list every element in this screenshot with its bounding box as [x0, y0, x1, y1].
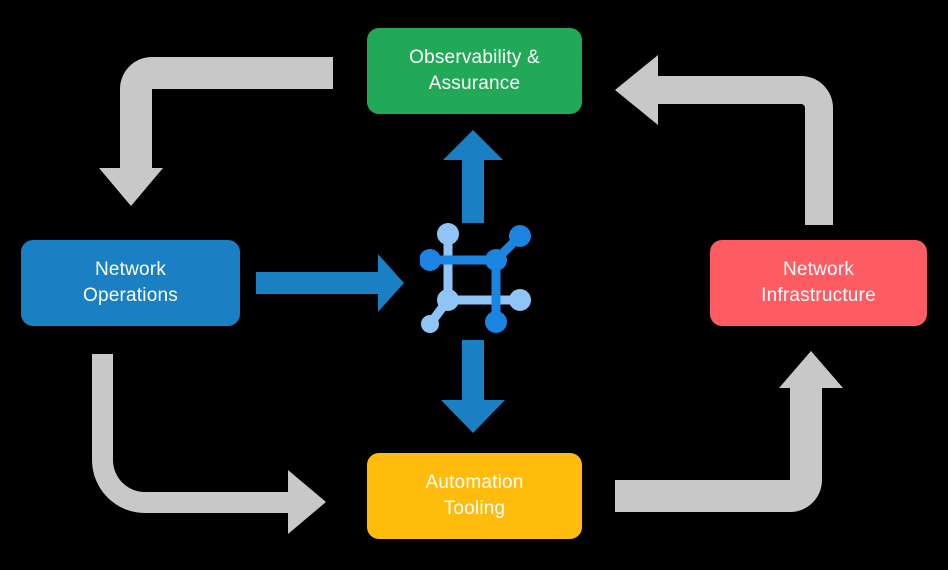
- node-automation-tooling[interactable]: Automation Tooling: [367, 453, 582, 539]
- arrow-infrastructure-to-observability: [615, 55, 833, 225]
- arrow-operations-to-center: [256, 254, 404, 312]
- arrow-automation-to-infrastructure: [615, 351, 843, 512]
- arrow-center-to-automation: [441, 340, 505, 433]
- arrow-center-to-observability: [443, 130, 503, 223]
- network-topology-icon: [420, 223, 531, 333]
- node-observability-assurance[interactable]: Observability & Assurance: [367, 28, 582, 114]
- arrow-observability-to-operations: [99, 57, 333, 206]
- node-network-infrastructure[interactable]: Network Infrastructure: [710, 240, 927, 326]
- node-network-operations[interactable]: Network Operations: [21, 240, 240, 326]
- arrow-operations-to-automation: [92, 354, 326, 534]
